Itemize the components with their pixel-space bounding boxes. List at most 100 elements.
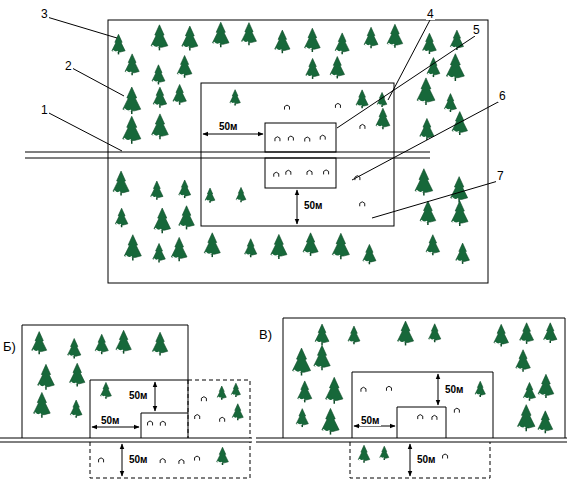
stump-symbol	[195, 456, 200, 461]
tree-highlight	[451, 46, 456, 48]
tree-trunk	[459, 223, 461, 226]
tree-trunk	[429, 51, 431, 53]
tree-highlight	[117, 349, 123, 351]
stump-symbol	[335, 103, 340, 108]
dashed-zone	[350, 442, 490, 478]
tree-highlight	[539, 393, 545, 395]
tree-trunk	[427, 222, 429, 225]
leader-line	[372, 181, 498, 218]
tree-symbol	[217, 386, 226, 398]
tree-symbol	[113, 171, 129, 193]
tree-symbol	[271, 234, 287, 256]
tree-highlight	[152, 196, 157, 198]
clearing	[141, 413, 188, 438]
dimension-label: 50м	[303, 201, 324, 211]
tree-symbol	[204, 233, 220, 254]
tree-symbol	[423, 33, 437, 51]
stump-symbol	[179, 459, 184, 464]
tree-highlight	[71, 382, 77, 384]
section-label: Б)	[2, 340, 17, 353]
tree-highlight	[245, 254, 250, 256]
tree-trunk	[118, 52, 120, 54]
tree-trunk	[222, 463, 224, 465]
tree-trunk	[361, 106, 363, 108]
tree-trunk	[186, 227, 188, 230]
tree-trunk	[178, 258, 180, 261]
stump-symbol	[307, 170, 312, 175]
tree-trunk	[101, 352, 103, 354]
tree-highlight	[445, 108, 450, 110]
tree-trunk	[73, 356, 75, 358]
tree-trunk	[340, 256, 342, 259]
tree-symbol	[429, 324, 441, 340]
tree-symbol	[538, 374, 554, 395]
tree-trunk	[161, 230, 163, 233]
tree-highlight	[214, 42, 220, 44]
tree-highlight	[521, 340, 526, 342]
tree-highlight	[334, 254, 340, 256]
tree-symbol	[236, 187, 246, 200]
tree-symbol	[444, 94, 456, 110]
tree-trunk	[363, 461, 365, 463]
tree-symbol	[517, 405, 534, 428]
tree-trunk	[235, 395, 237, 397]
forest-area	[22, 325, 188, 438]
tree-trunk	[425, 102, 427, 105]
tree-trunk	[212, 254, 214, 257]
tree-trunk	[434, 340, 436, 342]
tree-trunk	[159, 353, 161, 356]
tree-highlight	[327, 398, 334, 400]
tree-trunk	[321, 367, 323, 370]
tree-trunk	[432, 253, 434, 255]
tree-trunk	[337, 76, 339, 79]
tree-highlight	[152, 45, 158, 47]
tree-highlight	[206, 200, 210, 201]
tree-trunk	[381, 105, 383, 107]
tree-highlight	[113, 50, 118, 52]
road	[0, 438, 252, 439]
tree-symbol	[241, 23, 256, 43]
tree-highlight	[39, 385, 45, 387]
tree-highlight	[427, 251, 432, 253]
tree-highlight	[243, 41, 249, 43]
callout-number: 7	[496, 170, 505, 182]
tree-symbol	[231, 383, 240, 395]
stump-symbol	[195, 415, 200, 420]
road	[25, 158, 430, 159]
leader-line	[47, 112, 122, 151]
stump-symbol	[285, 105, 290, 110]
tree-trunk	[394, 45, 396, 48]
tree-trunk	[76, 384, 78, 387]
tree-symbol	[451, 201, 468, 223]
tree-highlight	[69, 355, 74, 357]
tree-trunk	[131, 73, 133, 76]
stump-symbol	[99, 458, 104, 463]
tree-symbol	[151, 181, 163, 198]
tree-symbol	[420, 118, 434, 137]
tree-symbol	[292, 348, 310, 372]
tree-highlight	[153, 134, 159, 136]
tree-highlight	[418, 100, 425, 102]
dimension-label: 50м	[128, 455, 149, 465]
leader-line	[337, 36, 475, 128]
tree-symbol	[330, 57, 344, 76]
tree-trunk	[522, 369, 524, 372]
road	[0, 442, 252, 443]
tree-highlight	[205, 252, 211, 254]
tree-trunk	[221, 398, 223, 400]
clearing	[397, 407, 446, 438]
road	[25, 152, 430, 153]
dimension-line	[155, 382, 156, 411]
tree-symbol	[475, 381, 485, 395]
tree-trunk	[353, 342, 355, 344]
tree-trunk	[179, 102, 181, 104]
tree-symbol	[70, 363, 85, 383]
tree-highlight	[452, 197, 458, 199]
tree-highlight	[35, 413, 41, 415]
tree-symbol	[32, 332, 47, 352]
tree-highlight	[545, 339, 550, 341]
tree-highlight	[183, 46, 189, 48]
tree-symbol	[494, 324, 509, 344]
tree-symbol	[124, 235, 141, 258]
